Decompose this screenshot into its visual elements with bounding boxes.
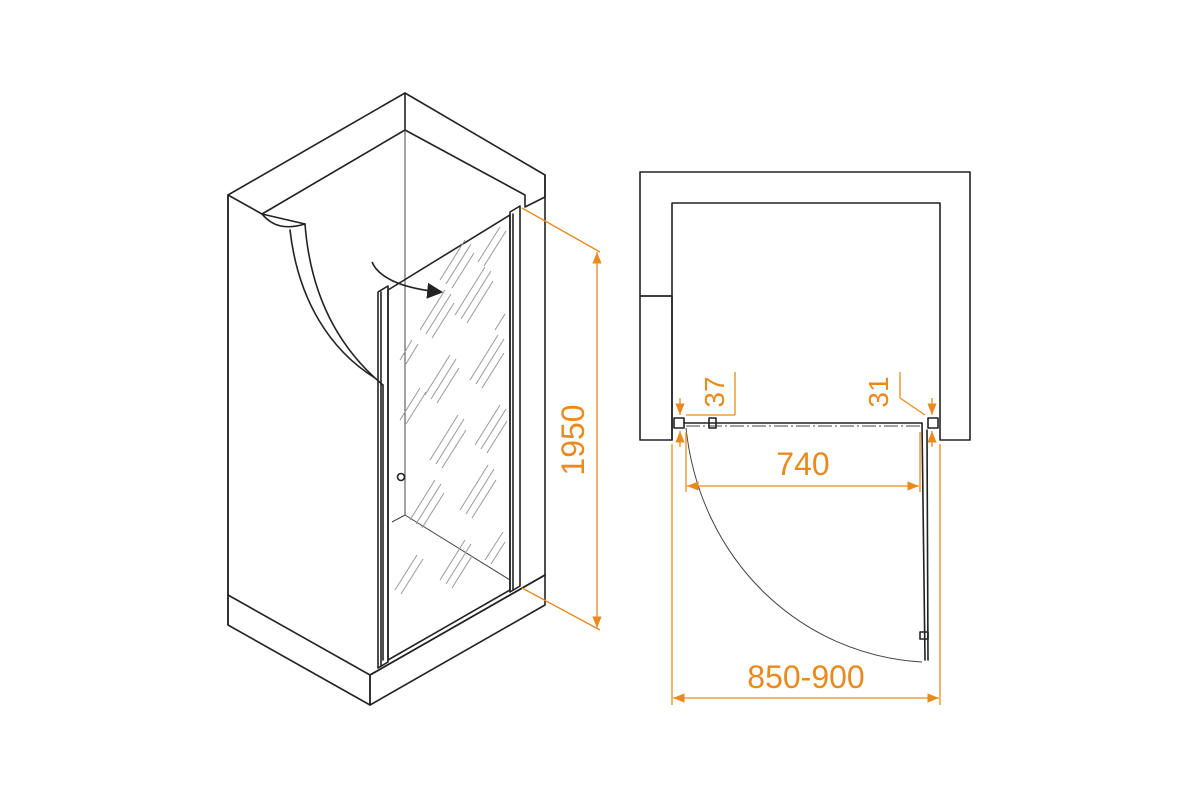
plan-view: 37 31 740 850-900 xyxy=(639,171,971,705)
glass-texture xyxy=(394,226,508,595)
left-gap-dimension: 37 xyxy=(675,372,736,447)
isometric-view: 1950 xyxy=(227,92,602,706)
total-width-label: 850-900 xyxy=(747,659,864,695)
right-gap-dimension: 31 xyxy=(863,372,937,447)
height-dimension: 1950 xyxy=(521,207,602,631)
total-width-dimension: 850-900 xyxy=(671,444,941,705)
enclosure-outline xyxy=(227,92,546,706)
door-handle xyxy=(396,472,406,482)
plan-walls xyxy=(639,171,971,441)
left-gap-label: 37 xyxy=(699,376,730,407)
height-label: 1950 xyxy=(555,404,591,475)
door-width-label: 740 xyxy=(776,446,829,482)
door-assembly xyxy=(673,417,939,663)
right-gap-label: 31 xyxy=(863,376,894,407)
shower-door xyxy=(377,205,521,669)
curved-arrow-icon xyxy=(371,261,444,299)
door-width-dimension: 740 xyxy=(685,432,921,492)
